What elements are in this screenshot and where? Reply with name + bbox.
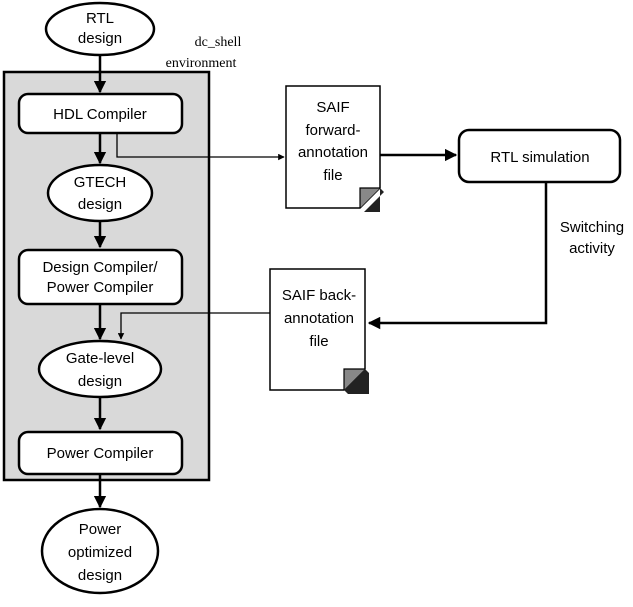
rtl-design-node: RTL design [44, 1, 156, 57]
environment-label-line-2: environment [166, 56, 237, 71]
rtl-simulation-node: RTL simulation [457, 128, 622, 184]
design-compiler-node: Design Compiler/ Power Compiler [17, 248, 184, 306]
gate-level-label-2: design [78, 373, 122, 390]
power-optimized-label-3: design [78, 567, 122, 584]
saif-forward-file-node: SAIF forward- annotation file [285, 85, 384, 212]
gtech-design-label-1: GTECH [74, 174, 127, 191]
power-compiler-node: Power Compiler [17, 430, 184, 476]
saif-forward-label-4: file [323, 167, 342, 184]
arrow-hdl-to-saif-forward [116, 134, 285, 161]
switching-activity-label-1: Switching [560, 219, 624, 236]
design-compiler-label-2: Power Compiler [47, 279, 154, 296]
switching-activity-label-2: activity [569, 240, 615, 257]
power-compiler-label: Power Compiler [47, 445, 154, 462]
rtl-design-label-1: RTL [86, 10, 114, 27]
power-optimized-design-node: Power optimized design [40, 507, 160, 595]
gtech-design-label-2: design [78, 196, 122, 213]
hdl-compiler-label: HDL Compiler [53, 106, 147, 123]
gate-level-design-node: Gate-level design [37, 339, 163, 399]
power-optimized-label-2: optimized [68, 544, 132, 561]
hdl-compiler-node: HDL Compiler [17, 92, 184, 135]
gate-level-label-1: Gate-level [66, 350, 134, 367]
saif-back-file-node: SAIF back- annotation file [269, 268, 369, 394]
saif-forward-label-2: forward- [305, 122, 360, 139]
saif-back-label-3: file [309, 333, 328, 350]
saif-forward-label-3: annotation [298, 144, 368, 161]
gtech-design-node: GTECH design [46, 163, 154, 223]
arrow-saif-back-to-gate-level [117, 312, 270, 340]
saif-back-label-2: annotation [284, 310, 354, 327]
saif-forward-label-1: SAIF [316, 99, 349, 116]
rtl-simulation-label: RTL simulation [490, 149, 589, 166]
rtl-design-label-2: design [78, 30, 122, 47]
saif-back-label-1: SAIF back- [282, 287, 356, 304]
power-optimized-label-1: Power [79, 521, 122, 538]
arrow-simulation-to-saif-back [367, 183, 548, 330]
environment-label-line-1: dc_shell [195, 35, 242, 50]
design-compiler-label-1: Design Compiler/ [42, 259, 158, 276]
